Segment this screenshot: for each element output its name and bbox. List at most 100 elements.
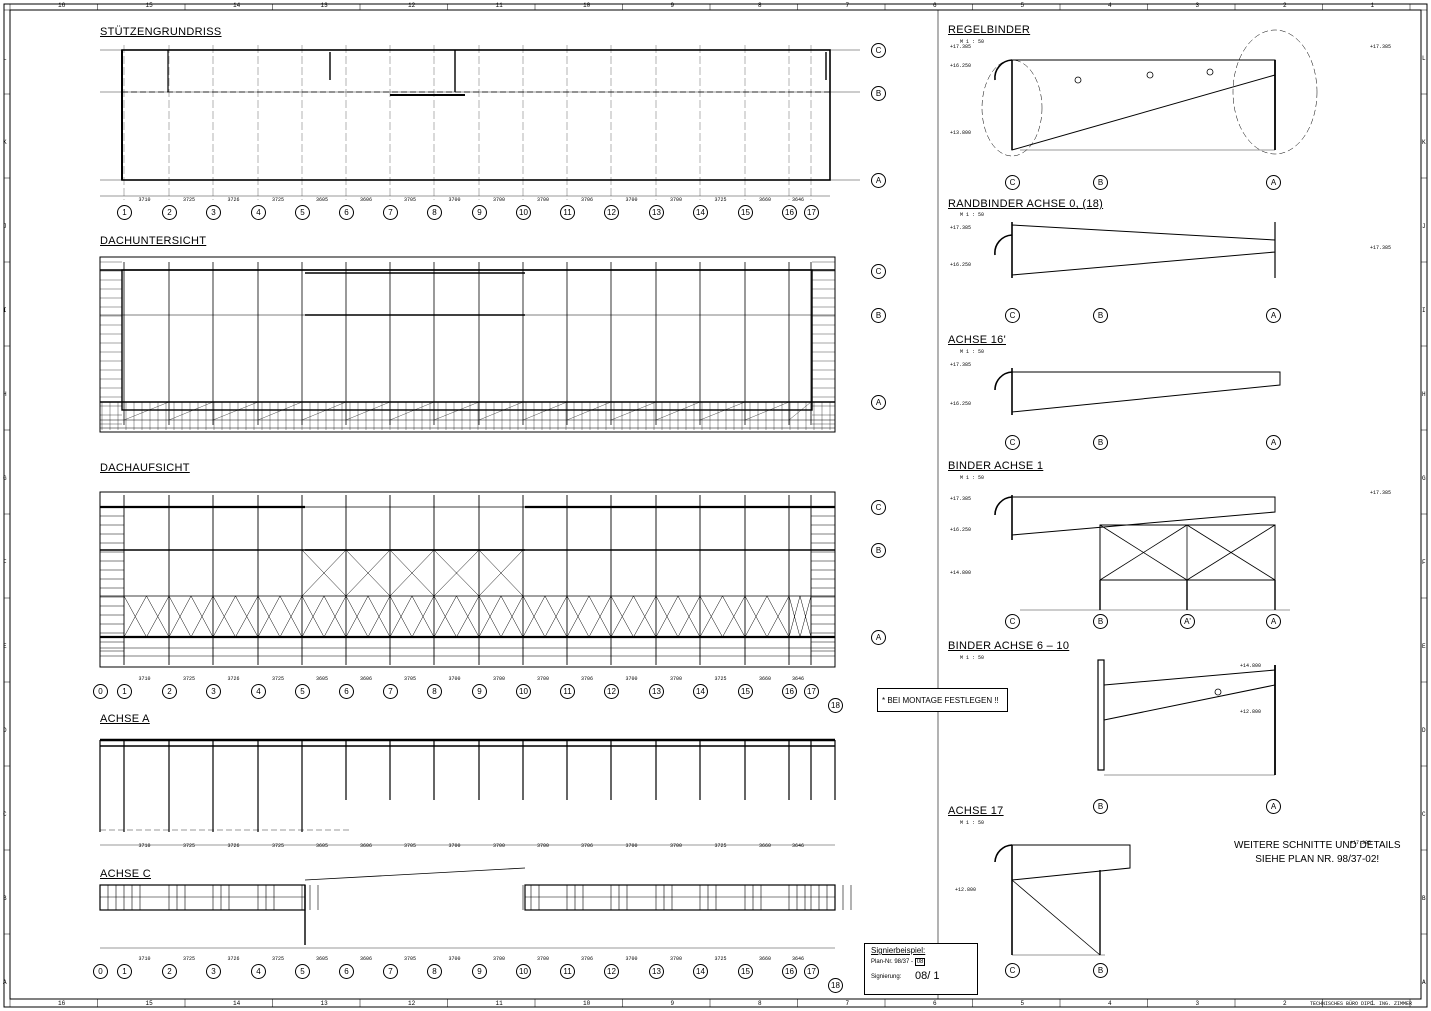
frame-zone-number: 7 (845, 2, 850, 9)
axis-marker-14: 14 (693, 684, 708, 699)
axis-marker-7: 7 (383, 684, 398, 699)
axis-marker-14: 14 (693, 205, 708, 220)
montage-note: * BEI MONTAGE FESTLEGEN !! (877, 688, 1008, 712)
elevation-label: +17.385 (950, 44, 972, 50)
achse-c-columns (99, 885, 852, 910)
x-brace (411, 595, 435, 638)
frame-zone-number: 1 (1370, 2, 1375, 9)
title-achse-a: ACHSE A (100, 713, 150, 725)
further-line-1: WEITERE SCHNITTE UND DETAILS (1234, 840, 1401, 851)
frame-zone-number: 10 (583, 1000, 591, 1007)
dimension-0: 3710 (138, 676, 151, 682)
section-axis-C: C (1005, 435, 1020, 450)
frame-zone-number: 15 (145, 1000, 153, 1007)
signature-plan-sheet: 08 (914, 958, 926, 966)
diag-bracing (699, 401, 746, 421)
axis-letter-C: C (871, 264, 886, 279)
frame-zone-letter: L (3, 55, 7, 62)
frame-zone-number: 13 (320, 1000, 328, 1007)
x-brace (744, 595, 768, 638)
axis-marker-1: 1 (117, 205, 132, 220)
dimension-12: 3700 (670, 956, 683, 962)
dimension-12: 3700 (670, 197, 683, 203)
frame-zone-number: 13 (320, 2, 328, 9)
section-axis-C: C (1005, 175, 1020, 190)
dimension-3: 3725 (272, 197, 285, 203)
frame-zone-number: 12 (408, 2, 416, 9)
frame-zone-number: 2 (1283, 1000, 1287, 1007)
axis-marker-11: 11 (560, 684, 575, 699)
frame-zone-number: 4 (1108, 2, 1112, 9)
title-binder-achse-1: BINDER ACHSE 1 (948, 460, 1044, 472)
dimension-4: 3605 (316, 843, 329, 849)
frame-zone-letter: K (3, 139, 7, 146)
section-axis-A: A (1266, 435, 1281, 450)
x-brace (633, 595, 657, 638)
axis-marker-10: 10 (516, 684, 531, 699)
dimension-2: 3726 (227, 197, 240, 203)
axis-marker-5: 5 (295, 964, 310, 979)
x-brace (478, 595, 502, 638)
x-brace (456, 595, 480, 638)
diag-bracing (478, 401, 524, 421)
x-brace (655, 595, 679, 638)
x-brace (433, 595, 457, 638)
elevation-label: +17.385 (950, 225, 972, 231)
axis-marker-0: 0 (93, 684, 108, 699)
x-brace (212, 595, 236, 638)
dimension-9: 3700 (537, 956, 550, 962)
elevation-label: +16.250 (950, 527, 972, 533)
x-brace-mid (345, 549, 391, 597)
elevation-label: +17.385 (950, 362, 972, 368)
frame-zone-number: 9 (670, 1000, 675, 1007)
dimension-13: 3725 (714, 197, 727, 203)
scale-achse-17: M 1 : 50 (960, 820, 985, 826)
scale-achse-16: M 1 : 50 (960, 349, 985, 355)
frame-zone-number: 6 (933, 1000, 937, 1007)
frame-zone-number: 1 (1370, 1000, 1375, 1007)
dimension-1: 3725 (183, 956, 196, 962)
frame-zone-number: 16 (58, 2, 66, 9)
axis-letter-C: C (871, 500, 886, 515)
dimension-4: 3605 (316, 197, 329, 203)
axis-marker-2: 2 (162, 684, 177, 699)
frame-zone-number: 10 (583, 2, 591, 9)
x-brace (323, 595, 347, 638)
dimension-3: 3725 (272, 956, 285, 962)
axis-letter-A: A (871, 395, 886, 410)
section-axis-C: C (1005, 308, 1020, 323)
frame-zone-letter: A (1422, 979, 1426, 986)
dimension-8: 3700 (493, 197, 506, 203)
dimension-10: 3706 (581, 197, 594, 203)
axis-marker-8: 8 (427, 205, 442, 220)
dimension-12: 3700 (670, 843, 683, 849)
x-brace (367, 595, 391, 638)
section-axis-A: A (1266, 308, 1281, 323)
frame-zone-number: 7 (845, 1000, 850, 1007)
dimension-10: 3706 (581, 843, 594, 849)
axis-marker-7: 7 (383, 964, 398, 979)
x-brace (722, 595, 746, 638)
dimension-0: 3710 (138, 843, 151, 849)
section-axis-B: B (1093, 435, 1108, 450)
frame-zone-number: 11 (495, 1000, 503, 1007)
dimension-2: 3726 (227, 676, 240, 682)
dimension-7: 3700 (448, 197, 461, 203)
signature-plan-label: Plan-Nr. 98/37 - (871, 959, 914, 965)
elevation-label: +12.800 (1240, 709, 1262, 715)
diag-bracing (212, 401, 259, 421)
title-dachaufsicht: DACHAUFSICHT (100, 462, 190, 474)
diag-bracing (123, 401, 170, 421)
section-axis-A: A (1266, 175, 1281, 190)
frame-zone-letter: I (1422, 307, 1426, 314)
binder-achse-1-section (994, 495, 1290, 611)
axis-marker-2: 2 (162, 205, 177, 220)
frame-zone-number: 9 (670, 2, 675, 9)
axis-marker-17: 17 (804, 964, 819, 979)
dimension-14: 3660 (759, 843, 772, 849)
axis-marker-9: 9 (472, 684, 487, 699)
axis-marker-15: 15 (738, 684, 753, 699)
frame-zone-letter: D (1422, 727, 1426, 734)
dimension-15: 3646 (792, 956, 805, 962)
